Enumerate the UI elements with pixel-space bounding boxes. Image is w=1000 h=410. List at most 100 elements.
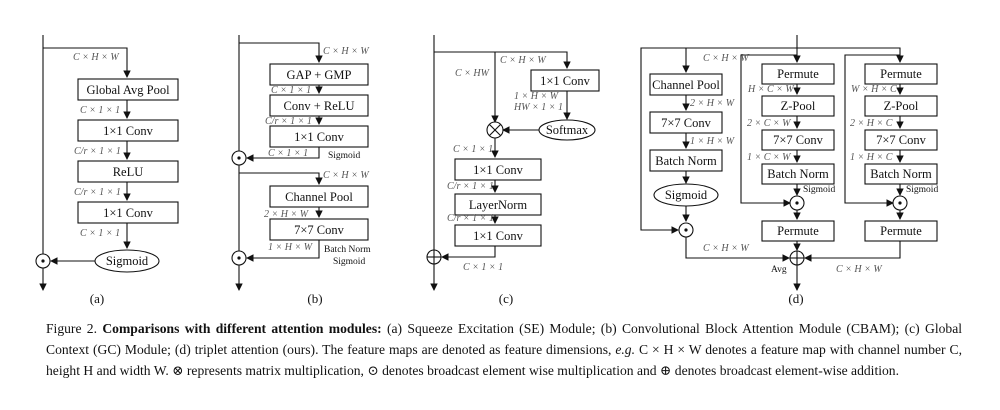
- svg-text:C × 1 × 1: C × 1 × 1: [268, 148, 308, 159]
- b-channel-pool-block: Channel Pool: [269, 185, 369, 208]
- svg-text:Batch Norm: Batch Norm: [767, 167, 829, 181]
- svg-text:C × HW: C × HW: [455, 68, 491, 79]
- svg-text:7×7 Conv: 7×7 Conv: [773, 133, 824, 147]
- svg-text:1 × H × W: 1 × H × W: [690, 136, 736, 147]
- svg-text:Avg: Avg: [771, 265, 787, 275]
- svg-text:Conv + ReLU: Conv + ReLU: [284, 99, 355, 113]
- d-sigmoid-ellipse: Sigmoid: [653, 183, 719, 207]
- panel-a: Global Avg Pool 1×1 Conv ReLU 1×1 Conv S…: [35, 35, 179, 306]
- svg-text:C/r × 1 × 1: C/r × 1 × 1: [447, 181, 494, 192]
- d-avg-add-op: [789, 250, 805, 266]
- b-conv-block: 1×1 Conv: [269, 125, 369, 148]
- b-spatial-multiply-op: [231, 250, 247, 266]
- svg-text:1 × H × W: 1 × H × W: [268, 242, 314, 253]
- a-relu-block: ReLU: [77, 160, 179, 183]
- panel-c-label: (c): [499, 291, 513, 306]
- svg-text:C × H × W: C × H × W: [500, 55, 547, 66]
- d-mid-zpool-block: Z-Pool: [761, 95, 835, 117]
- d-right-multiply-op: [892, 195, 908, 211]
- a-global-avg-pool-block: Global Avg Pool: [77, 78, 179, 101]
- d-left-batchnorm-block: Batch Norm: [649, 149, 723, 172]
- figure-caption: Figure 2. Comparisons with different att…: [46, 318, 962, 381]
- svg-text:C × 1 × 1: C × 1 × 1: [463, 262, 503, 273]
- svg-text:C × H × W: C × H × W: [703, 53, 750, 64]
- d-channel-pool-block: Channel Pool: [649, 73, 723, 96]
- d-mid-multiply-op: [789, 195, 805, 211]
- caption-line3: C × H × W denotes a feature map with cha…: [46, 342, 962, 378]
- c-layernorm-block: LayerNorm: [454, 193, 542, 216]
- svg-text:Sigmoid: Sigmoid: [906, 185, 938, 195]
- svg-text:C × H × W: C × H × W: [323, 46, 370, 57]
- svg-text:Permute: Permute: [777, 67, 819, 81]
- d-mid-batchnorm-block: Batch Norm: [761, 163, 835, 185]
- svg-text:Permute: Permute: [880, 224, 922, 238]
- caption-eg: e.g.: [615, 342, 635, 357]
- svg-text:C × H × W: C × H × W: [323, 170, 370, 181]
- svg-text:7×7 Conv: 7×7 Conv: [661, 116, 712, 130]
- b-channel-multiply-op: [231, 150, 247, 166]
- svg-text:1×1 Conv: 1×1 Conv: [540, 74, 591, 88]
- svg-text:C/r × 1 × 1: C/r × 1 × 1: [74, 187, 121, 198]
- svg-text:W × H × C: W × H × C: [851, 84, 897, 95]
- svg-text:C × H × W: C × H × W: [836, 264, 883, 275]
- d-mid-permute-back-block: Permute: [761, 220, 835, 242]
- attention-modules-diagram: Global Avg Pool 1×1 Conv ReLU 1×1 Conv S…: [35, 35, 938, 306]
- svg-text:7×7 Conv: 7×7 Conv: [294, 223, 345, 237]
- panel-d: Channel Pool 7×7 Conv Batch Norm Sigmoid…: [640, 35, 938, 306]
- svg-text:2 × C × W: 2 × C × W: [747, 118, 792, 129]
- c-context-conv-block: 1×1 Conv: [530, 69, 600, 92]
- caption-line2: Module (CBAM); (c) Global Context (GC) M…: [46, 321, 963, 357]
- svg-text:1 × C × W: 1 × C × W: [747, 152, 792, 163]
- d-right-conv7-block: 7×7 Conv: [864, 129, 938, 151]
- svg-text:Global Avg Pool: Global Avg Pool: [86, 83, 170, 97]
- svg-text:HW × 1 × 1: HW × 1 × 1: [513, 102, 563, 113]
- panel-a-label: (a): [90, 291, 104, 306]
- a-sigmoid-ellipse: Sigmoid: [94, 249, 160, 273]
- panel-c: 1×1 Conv Softmax 1×1 Conv LayerNorm 1×1 …: [426, 35, 600, 306]
- c-add-op: [426, 249, 442, 265]
- d-mid-permute-block: Permute: [761, 63, 835, 85]
- svg-text:C × 1 × 1: C × 1 × 1: [80, 105, 120, 116]
- svg-text:C × 1 × 1: C × 1 × 1: [271, 85, 311, 96]
- svg-text:C × 1 × 1: C × 1 × 1: [453, 144, 493, 155]
- d-right-permute-back-block: Permute: [864, 220, 938, 242]
- a-multiply-op: [35, 253, 51, 269]
- svg-text:2 × H × W: 2 × H × W: [264, 209, 310, 220]
- a-conv1-block: 1×1 Conv: [77, 119, 179, 142]
- svg-text:Sigmoid: Sigmoid: [665, 188, 708, 202]
- svg-text:Channel Pool: Channel Pool: [285, 190, 353, 204]
- svg-text:Z-Pool: Z-Pool: [781, 99, 816, 113]
- d-left-multiply-op: [678, 222, 694, 238]
- svg-text:2 × H × W: 2 × H × W: [690, 98, 736, 109]
- svg-text:C/r × 1 × 1: C/r × 1 × 1: [447, 213, 494, 224]
- svg-text:1 × H × C: 1 × H × C: [850, 152, 893, 163]
- c-transform-conv2-block: 1×1 Conv: [454, 224, 542, 247]
- a-conv2-block: 1×1 Conv: [77, 201, 179, 224]
- svg-text:LayerNorm: LayerNorm: [469, 198, 528, 212]
- svg-text:7×7 Conv: 7×7 Conv: [876, 133, 927, 147]
- svg-text:1×1 Conv: 1×1 Conv: [294, 130, 345, 144]
- svg-text:C/r × 1 × 1: C/r × 1 × 1: [265, 116, 312, 127]
- d-right-batchnorm-block: Batch Norm: [864, 163, 938, 185]
- svg-text:1×1 Conv: 1×1 Conv: [103, 124, 154, 138]
- d-mid-conv7-block: 7×7 Conv: [761, 129, 835, 151]
- svg-text:Batch Norm: Batch Norm: [655, 154, 717, 168]
- b-conv-relu-block: Conv + ReLU: [269, 94, 369, 117]
- panel-b-label: (b): [307, 291, 322, 306]
- svg-text:GAP + GMP: GAP + GMP: [287, 68, 352, 82]
- svg-text:Batch Norm: Batch Norm: [324, 245, 371, 255]
- caption-line1: (a) Squeeze Excitation (SE) Module; (b) …: [386, 321, 794, 336]
- svg-text:1×1 Conv: 1×1 Conv: [473, 229, 524, 243]
- svg-text:Sigmoid: Sigmoid: [106, 254, 149, 268]
- svg-text:1×1 Conv: 1×1 Conv: [473, 163, 524, 177]
- caption-fig-number: Figure 2.: [46, 321, 98, 336]
- svg-text:Permute: Permute: [777, 224, 819, 238]
- svg-text:C × H × W: C × H × W: [703, 243, 750, 254]
- svg-text:Batch Norm: Batch Norm: [870, 167, 932, 181]
- svg-text:Channel Pool: Channel Pool: [652, 78, 720, 92]
- svg-text:Permute: Permute: [880, 67, 922, 81]
- svg-text:Softmax: Softmax: [546, 123, 589, 137]
- b-conv7-block: 7×7 Conv: [269, 218, 369, 241]
- svg-text:Sigmoid: Sigmoid: [333, 257, 365, 267]
- svg-text:1×1 Conv: 1×1 Conv: [103, 206, 154, 220]
